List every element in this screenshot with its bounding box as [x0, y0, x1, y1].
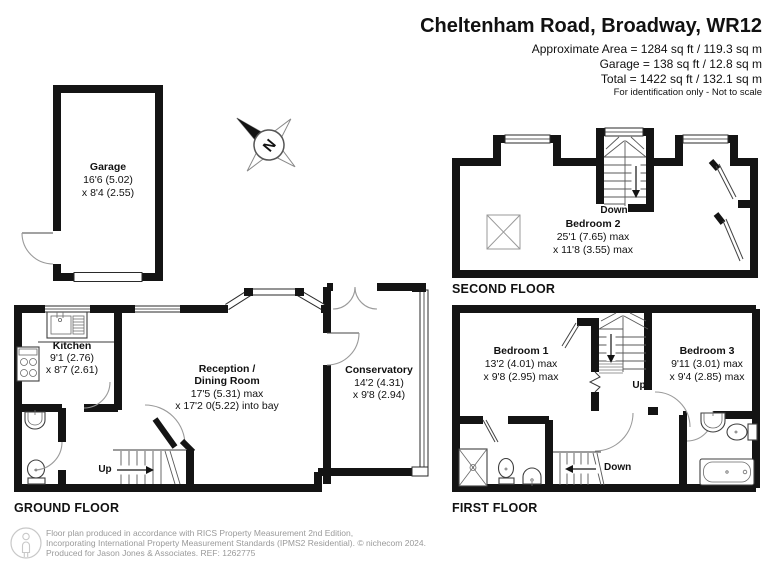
stove-icon [16, 346, 40, 382]
bathroom-toilet [726, 423, 758, 441]
garage-dim-1: 16'6 (5.02) [83, 174, 133, 186]
shower-room-toilet [497, 457, 515, 485]
bathroom-basin [700, 411, 726, 433]
shower-room-basin [522, 467, 542, 486]
second-floor-walls [452, 128, 758, 278]
shower-room-door-leaf [482, 419, 499, 443]
wc-basin [24, 410, 46, 430]
bedroom2-room-label: Bedroom 2 [565, 218, 621, 230]
bedroom2-dim-2: x 11'8 (3.55) max [552, 244, 634, 256]
conservatory-dim-1: 14'2 (4.31) [354, 377, 404, 389]
bay-window [218, 288, 331, 313]
second-floor-down-label: Down [600, 205, 628, 216]
garage-walls [53, 85, 163, 281]
total-area-line: Total = 1422 sq ft / 132.1 sq m [600, 72, 762, 86]
footer-line-1: Floor plan produced in accordance with R… [46, 528, 354, 538]
kitchen-room-label: Kitchen [52, 340, 92, 352]
ground-floor-up-label: Up [98, 464, 112, 475]
bedroom3-dim-1: 9'11 (3.01) max [671, 358, 743, 370]
footer-line-2: Incorporating International Property Mea… [46, 538, 426, 548]
reception-room-label-2: Dining Room [194, 375, 260, 387]
bedroom1-dim-1: 13'2 (4.01) max [484, 358, 558, 370]
bedroom2-dim-1: 25'1 (7.65) max [556, 231, 630, 243]
reception-dim-2: x 17'2 0(5.22) into bay [175, 400, 279, 412]
bedroom1-room-label: Bedroom 1 [493, 345, 549, 357]
bedroom3-room-label: Bedroom 3 [679, 345, 735, 357]
stairs-ground-floor [113, 449, 186, 485]
conservatory-structure [326, 283, 429, 477]
garage-entry-door-arc [21, 232, 54, 265]
footer-line-3: Produced for Jason Jones & Associates. R… [46, 548, 256, 558]
compass-icon: N [236, 117, 296, 172]
approx-area-line: Approximate Area = 1284 sq ft / 119.3 sq… [531, 42, 762, 56]
first-floor-down-label: Down [604, 462, 632, 473]
first-floor-up-label: Up [632, 380, 646, 391]
compass-circle [253, 129, 285, 161]
stairs-first-floor-down [553, 451, 605, 486]
stairs-first-floor-up [598, 312, 649, 374]
conservatory-room-label: Conservatory [345, 364, 413, 376]
skylight-icon [486, 214, 521, 250]
first-floor-plan [452, 305, 760, 492]
bedroom1-wall-opening [588, 371, 601, 393]
ground-floor-plan [14, 283, 429, 492]
bedroom1-door-leaf [561, 322, 580, 349]
second-floor-title: SECOND FLOOR [452, 282, 556, 296]
bathtub-icon [699, 458, 755, 486]
scale-disclaimer: For identification only - Not to scale [613, 87, 762, 98]
first-floor-walls [452, 305, 760, 492]
garage-room-label: Garage [89, 161, 127, 173]
kitchen-dim-2: x 8'7 (2.61) [45, 364, 99, 376]
reception-conservatory-door-arc [326, 332, 360, 366]
wc-toilet [26, 459, 46, 485]
conservatory-dim-2: x 9'8 (2.94) [352, 389, 406, 401]
garage-area-line: Garage = 138 sq ft / 12.8 sq m [599, 57, 762, 71]
garage-door [73, 272, 143, 282]
reception-dim-1: 17'5 (5.31) max [190, 388, 264, 400]
bedroom3-dim-2: x 9'4 (2.85) max [669, 371, 745, 383]
first-floor-title: FIRST FLOOR [452, 501, 538, 515]
garage-plan [21, 85, 163, 282]
ground-floor-title: GROUND FLOOR [14, 501, 120, 515]
stairs-second-floor [596, 132, 654, 212]
kitchen-dim-1: 9'1 (2.76) [49, 352, 95, 364]
second-floor-windows [504, 127, 729, 144]
french-door-arcs [332, 286, 378, 310]
bedroom1-dim-2: x 9'8 (2.95) max [483, 371, 559, 383]
second-floor-plan [452, 127, 758, 278]
first-floor-door-arcs [594, 391, 714, 452]
footer-logo [10, 527, 42, 559]
garage-dim-2: x 8'4 (2.55) [81, 187, 135, 199]
ground-floor-door-arcs [33, 381, 196, 471]
page-title: Cheltenham Road, Broadway, WR12 [420, 15, 762, 37]
shower-icon [458, 448, 488, 487]
kitchen-sink [46, 311, 88, 339]
reception-room-label-1: Reception / [198, 363, 256, 375]
eaves-doors [708, 159, 754, 262]
